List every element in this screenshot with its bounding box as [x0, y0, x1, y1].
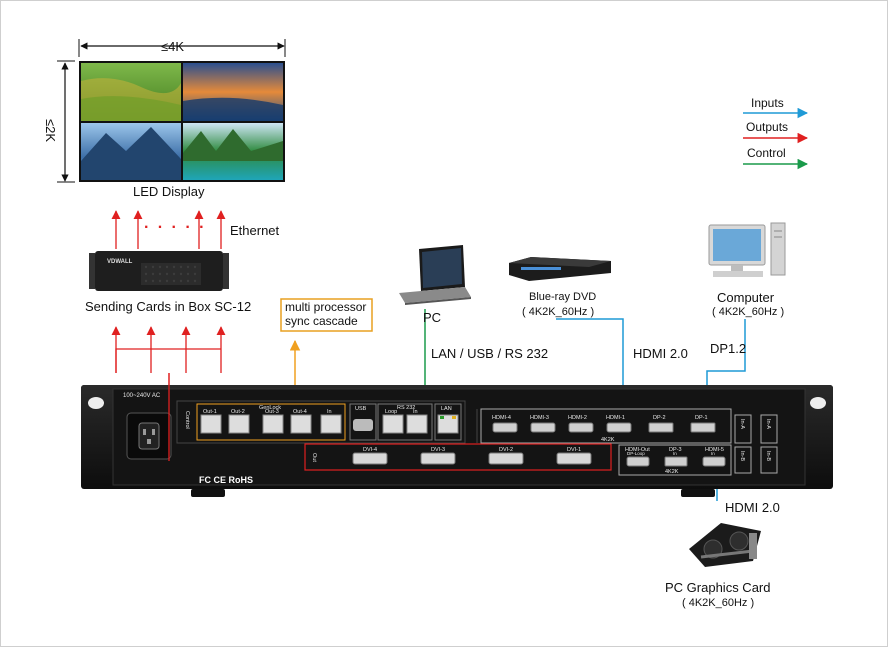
laptop-icon [399, 245, 471, 305]
legend-outputs-label: Outputs [746, 120, 789, 134]
hdmi-out-label: HDMI-Out [625, 447, 650, 453]
legend-control-label: Control [747, 146, 786, 160]
computer-spec: ( 4K2K_60Hz ) [712, 306, 785, 318]
out4-label: Out-4 [293, 409, 307, 415]
dvi4-label: DVI-4 [363, 447, 377, 453]
genlock-group [196, 403, 346, 441]
input-b-group [618, 444, 732, 476]
rack-hole-right [810, 397, 826, 409]
gpu-label: PC Graphics Card [665, 580, 771, 595]
genlock-in-label: In [327, 409, 332, 415]
legend-inputs-label: Inputs [751, 96, 784, 110]
in-a-label: In-A [739, 419, 745, 429]
out-label: Out [311, 453, 317, 462]
display-label: LED Display [133, 184, 205, 199]
loop-label: Loop [385, 409, 397, 415]
hdmi-top-ports [492, 422, 716, 433]
genlock-label: GenLock [259, 405, 281, 411]
video-processor-chassis [81, 385, 833, 497]
in-b-label: In-B [739, 451, 745, 461]
in-a-side-label: In-A [765, 419, 771, 429]
out1-label: Out-1 [203, 409, 217, 415]
display-height-label: ≤2K [43, 118, 59, 143]
power-label: 100~240V AC [123, 393, 161, 399]
desktop-computer-icon [708, 222, 786, 277]
dvi3-label: DVI-3 [431, 447, 445, 453]
dp3-in-label: In [673, 451, 677, 456]
hdmi4-label: HDMI-4 [492, 415, 511, 421]
sending-card-box: VDWALL [89, 251, 229, 291]
input-a-group [480, 408, 732, 444]
cascade-note-line1: multi processor [285, 300, 367, 314]
dvd-label: Blue-ray DVD [529, 291, 597, 303]
hdmi5-in-label: In [711, 451, 715, 456]
lan-label: LAN [441, 406, 452, 412]
hdmi3-label: HDMI-3 [530, 415, 549, 421]
dvi-ports [352, 452, 592, 465]
bluray-player-icon [509, 257, 611, 281]
rs232-label: RS 232 [397, 405, 415, 411]
rack-hole-left [88, 397, 104, 409]
k4k-bottom-label: 4K2K [665, 469, 679, 475]
out2-label: Out-2 [231, 409, 245, 415]
rj45-ports [200, 414, 342, 434]
k4k-top-label: 4K2K [601, 437, 615, 443]
panel-labels: 100~240V AC Control GenLock Out-1 Out-2 … [123, 393, 771, 485]
dp-loop-label: DP-Loop [627, 451, 645, 456]
gpu-link-label: HDMI 2.0 [725, 500, 780, 515]
led-display [57, 39, 286, 183]
out3-label: Out-3 [265, 409, 279, 415]
pc-label: PC [423, 310, 442, 325]
dvd-spec: ( 4K2K_60Hz ) [522, 306, 595, 318]
computer-link-label: DP1.2 [710, 341, 747, 356]
hdmi2-label: HDMI-2 [568, 415, 587, 421]
gpu-spec: ( 4K2K_60Hz ) [682, 597, 755, 609]
sending-box-brand: VDWALL [107, 259, 133, 265]
pc-link-label: LAN / USB / RS 232 [431, 346, 549, 361]
hdmi1-label: HDMI-1 [606, 415, 625, 421]
dvi-output-group [304, 443, 612, 471]
display-width-label: ≤4K [161, 39, 185, 54]
lan-port [437, 414, 459, 434]
cascade-note-line2: sync cascade [285, 314, 358, 328]
legend-arrows [743, 107, 809, 170]
dp3-label: DP-3 [669, 447, 682, 453]
in-b-side-label: In-B [765, 451, 771, 461]
usb-port [353, 419, 373, 431]
dp1-label: DP-1 [695, 415, 708, 421]
ethernet-more-dots: · · · · · [144, 219, 207, 236]
graphics-card-icon [689, 523, 761, 567]
ethernet-arrows [111, 210, 226, 249]
computer-label: Computer [717, 290, 775, 305]
dvi1-label: DVI-1 [567, 447, 581, 453]
ethernet-label: Ethernet [230, 223, 280, 238]
cascade-note-box [280, 298, 373, 332]
dvi2-label: DVI-2 [499, 447, 513, 453]
control-label: Control [184, 411, 190, 429]
dp2-label: DP-2 [653, 415, 666, 421]
certification-marks: FC CE RoHS [199, 475, 253, 485]
hdmi5-label: HDMI-5 [705, 447, 724, 453]
dvd-link-label: HDMI 2.0 [633, 346, 688, 361]
rs232-in-label: In [413, 409, 418, 415]
usb-label: USB [355, 406, 367, 412]
sending-card-label: Sending Cards in Box SC-12 [85, 299, 252, 314]
